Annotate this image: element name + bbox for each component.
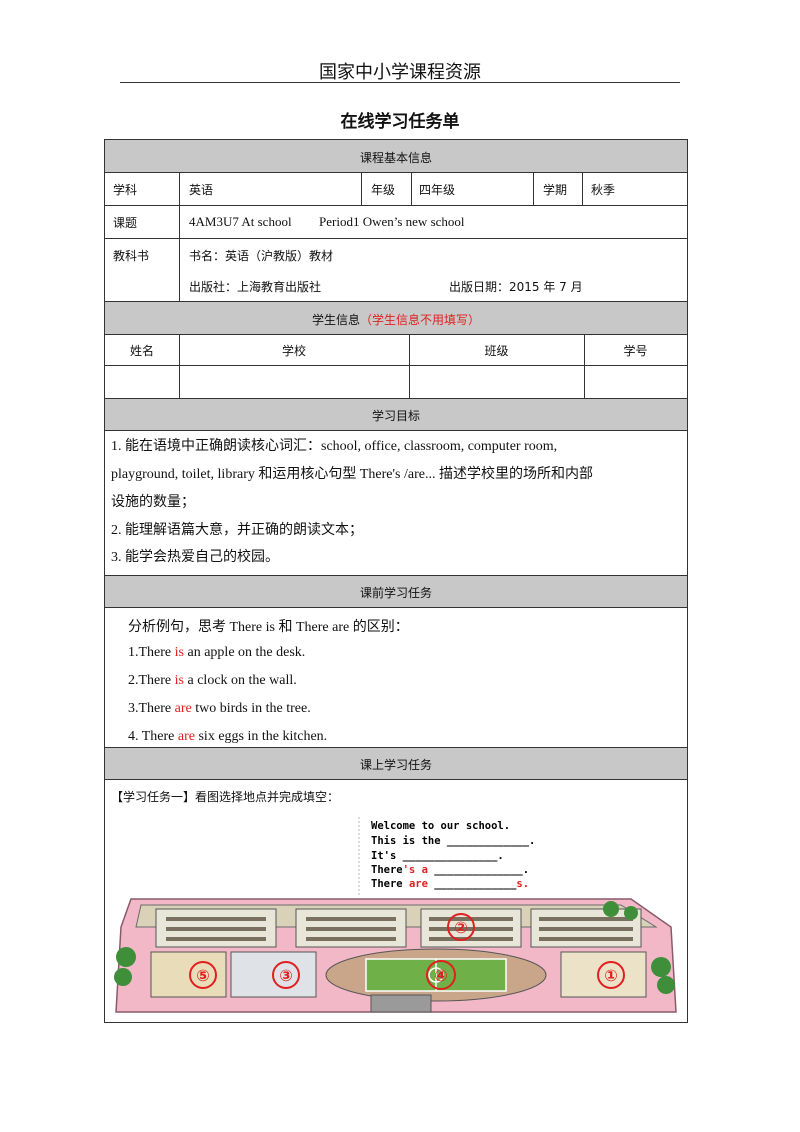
example-sentence-1: 1.There is an apple on the desk. [128,645,306,660]
example-sentence-3: 3.There are two birds in the tree. [128,701,311,716]
topic-row: 课题 4AM3U7 At school Period1 Owen’s new s… [105,206,687,239]
document-title: 在线学习任务单 [340,112,460,132]
publisher: 出版社：上海教育出版社 [189,280,322,294]
term-value: 秋季 [591,183,616,197]
publish-date: 出版日期：2015 年 7 月 [449,280,583,294]
col-name: 姓名 [129,344,154,358]
marker-1: ① [604,966,618,985]
marker-5: ⑤ [196,966,210,985]
book-name: 书名：英语（沪教版）教材 [189,249,334,263]
objective-line-2: playground, toilet, library 和运用核心句型 Ther… [111,467,593,482]
in-class-header: 课上学习任务 [105,748,687,780]
panel-there-are: There are _____________s. [371,878,529,890]
objective-line-3: 设施的数量； [111,495,195,510]
student-blank-row [105,366,687,399]
objective-line-1: 1. 能在语境中正确朗读核心词汇：school, office, classro… [111,439,558,454]
period-value: Period1 Owen’s new school [319,214,465,229]
student-info-header: 学生信息（学生信息不用填写） [105,302,687,335]
subject-row: 学科 英语 年级 四年级 学期 秋季 [105,173,687,206]
marker-4: ④ [434,966,448,985]
col-school: 学校 [281,344,306,358]
course-info-header: 课程基本信息 [105,140,687,173]
panel-this-is: This is the _____________. [371,835,535,847]
example-sentence-4: 4. There are six eggs in the kitchen. [128,729,328,744]
grade-value: 四年级 [419,183,456,197]
objectives-heading: 学习目标 [371,409,420,423]
header-rule [120,82,680,83]
in-class-body: 【学习任务一】看图选择地点并完成填空： Welcome to our schoo… [105,780,687,1022]
panel-welcome: Welcome to our school. [371,820,510,832]
example-sentence-2: 2.There is a clock on the wall. [128,673,297,688]
topic-value: 4AM3U7 At school [189,214,292,229]
term-label: 学期 [543,183,568,197]
task-sheet-table: 课程基本信息 学科 英语 年级 四年级 学期 秋季 课题 4AM3U7 At s… [104,139,688,1023]
student-info-note: （学生信息不用填写） [360,313,481,327]
student-columns-row: 姓名 学校 班级 学号 [105,335,687,366]
task-one-instruction: 【学习任务一】看图选择地点并完成填空： [111,790,340,804]
subject-label: 学科 [113,183,138,197]
student-info-heading: 学生信息（学生信息不用填写） [105,311,687,328]
in-class-heading: 课上学习任务 [359,758,432,772]
subject-value: 英语 [189,183,214,197]
grade-label: 年级 [371,183,396,197]
panel-its: It's _______________. [371,850,504,862]
marker-2: ② [454,918,468,937]
school-illustration: Welcome to our school. This is the _____… [111,817,681,1022]
objective-line-5: 3. 能学会热爱自己的校园。 [111,550,279,565]
col-number: 学号 [623,344,648,358]
course-info-heading: 课程基本信息 [359,151,432,165]
site-header: 国家中小学课程资源 [319,62,481,83]
col-class: 班级 [484,344,509,358]
textbook-row: 教科书 书名：英语（沪教版）教材 出版社：上海教育出版社 出版日期：2015 年… [105,239,687,302]
panel-theres: There's a ______________. [371,864,529,876]
pre-task-intro: 分析例句，思考 There is 和 There are 的区别： [128,620,409,635]
objectives-header: 学习目标 [105,399,687,431]
pre-task-heading: 课前学习任务 [359,586,432,600]
topic-label: 课题 [113,216,138,230]
marker-3: ③ [279,966,293,985]
student-info-title: 学生信息 [311,313,360,327]
objectives-body: 1. 能在语境中正确朗读核心词汇：school, office, classro… [105,431,687,576]
objective-line-4: 2. 能理解语篇大意，并正确的朗读文本； [111,523,363,538]
pre-task-header: 课前学习任务 [105,576,687,608]
pre-task-body: 分析例句，思考 There is 和 There are 的区别： 1.Ther… [105,608,687,748]
textbook-label: 教科书 [113,249,150,263]
